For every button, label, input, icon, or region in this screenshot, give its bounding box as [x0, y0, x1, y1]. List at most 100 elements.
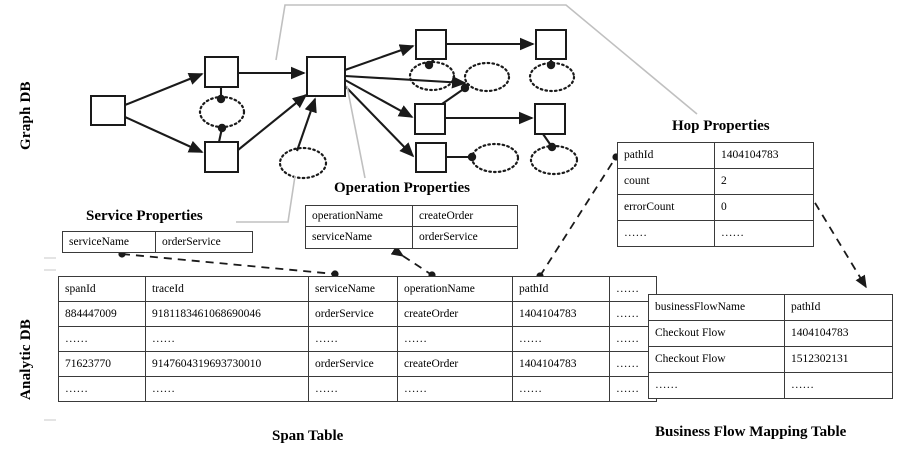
graph-ellipse-nodes: [198, 60, 579, 180]
column-header-operationname: operationName: [397, 276, 513, 302]
table-row: serviceName orderService: [62, 230, 253, 254]
cell-servicename: ……: [308, 326, 398, 352]
graph-ellipse-node: [529, 144, 579, 176]
table-header-row: businessFlowName pathId: [648, 294, 893, 321]
column-header-spanid: spanId: [58, 276, 146, 302]
table-row: …… …… …… …… …… ……: [58, 376, 657, 402]
cell-operationname: createOrder: [397, 351, 513, 377]
column-header-businessflowname: businessFlowName: [648, 294, 785, 321]
cell-businessflowname: Checkout Flow: [648, 346, 785, 373]
graph-edge: [344, 44, 415, 71]
service-properties-title: Service Properties: [86, 208, 203, 224]
graph-node-squares: [90, 29, 567, 173]
business-flow-mapping-table-title: Business Flow Mapping Table: [655, 424, 847, 440]
graph-square-node: [535, 29, 567, 60]
graph-square-node: [306, 56, 346, 97]
operation-properties-table: operationName createOrder serviceName or…: [305, 204, 518, 249]
graph-property-link: [217, 123, 227, 143]
table-row: Checkout Flow 1404104783: [648, 320, 893, 347]
table-header-row: spanId traceId serviceName operationName…: [58, 276, 657, 302]
cell-spanid: ……: [58, 376, 146, 402]
property-key: count: [617, 168, 715, 195]
column-header-pathid: pathId: [512, 276, 610, 302]
cell-pathid: ……: [784, 372, 893, 399]
graph-square-node: [415, 29, 447, 60]
property-key: pathId: [617, 142, 715, 169]
table-row: count 2: [617, 168, 814, 195]
span-table: spanId traceId serviceName operationName…: [58, 276, 657, 402]
cell-businessflowname: ……: [648, 372, 785, 399]
graph-square-node: [534, 103, 566, 135]
graph-property-link: [424, 58, 435, 70]
db-band-separators: [44, 257, 56, 421]
table-row: Checkout Flow 1512302131: [648, 346, 893, 373]
property-key: ……: [617, 220, 715, 247]
table-row: 71623770 9147604319693730010 orderServic…: [58, 351, 657, 377]
graph-edge: [344, 79, 414, 118]
graph-edge: [124, 73, 204, 106]
column-header-pathid: pathId: [784, 294, 893, 321]
cell-businessflowname: Checkout Flow: [648, 320, 785, 347]
graph-square-node: [414, 103, 446, 135]
property-value: 0: [714, 194, 814, 221]
graph-edge: [124, 116, 204, 153]
property-key: operationName: [305, 204, 413, 228]
graph-ellipse-node: [528, 61, 576, 93]
table-row: 884447009 9181183461068690046 orderServi…: [58, 301, 657, 327]
hop-properties-table: pathId 1404104783 count 2 errorCount 0 ……: [617, 142, 814, 247]
cell-traceid: ……: [145, 326, 309, 352]
cell-servicename: orderService: [308, 301, 398, 327]
property-value: 2: [714, 168, 814, 195]
cell-pathid: 1404104783: [784, 320, 893, 347]
property-value: orderService: [155, 230, 253, 254]
cell-spanid: 71623770: [58, 351, 146, 377]
cell-pathid: 1404104783: [512, 351, 610, 377]
graph-ellipse-node: [463, 61, 511, 93]
property-value: 1404104783: [714, 142, 814, 169]
column-header-servicename: serviceName: [308, 276, 398, 302]
table-row: …… …… …… …… …… ……: [58, 326, 657, 352]
graph-edge: [237, 93, 308, 151]
property-value: ……: [714, 220, 814, 247]
table-row: …… ……: [617, 220, 814, 247]
callout-leader-operation: [346, 85, 366, 179]
property-key: serviceName: [62, 230, 156, 254]
table-row: serviceName orderService: [305, 226, 518, 249]
property-key: errorCount: [617, 194, 715, 221]
graph-ellipse-node: [278, 146, 328, 180]
cell-operationname: ……: [397, 376, 513, 402]
mapping-arrow-operation-to-span: [390, 245, 436, 279]
cell-pathid: ……: [512, 376, 610, 402]
cell-operationname: ……: [397, 326, 513, 352]
graph-property-link: [441, 83, 470, 105]
graph-edge: [296, 97, 317, 152]
cell-spanid: 884447009: [58, 301, 146, 327]
mapping-arrow-service-to-span: [118, 250, 339, 278]
business-flow-mapping-table: businessFlowName pathId Checkout Flow 14…: [648, 294, 893, 399]
graph-property-link: [542, 133, 557, 152]
property-value: orderService: [412, 226, 518, 249]
cell-spanid: ……: [58, 326, 146, 352]
callout-leader-service: [236, 175, 296, 223]
graph-ellipse-node: [408, 60, 456, 92]
table-row: pathId 1404104783: [617, 142, 814, 169]
graph-edges: [124, 37, 557, 162]
graph-edge: [344, 85, 415, 158]
graph-square-node: [204, 56, 239, 88]
cell-pathid: 1404104783: [512, 301, 610, 327]
property-value: createOrder: [412, 204, 518, 228]
graph-ellipse-node: [470, 142, 520, 174]
property-key: serviceName: [305, 226, 413, 249]
cell-traceid: 9147604319693730010: [145, 351, 309, 377]
graph-edge: [344, 74, 467, 89]
callout-leader-hop: [275, 4, 698, 115]
cell-traceid: ……: [145, 376, 309, 402]
service-properties-table: serviceName orderService: [62, 230, 253, 254]
graph-db-label: Graph DB: [18, 81, 34, 150]
graph-square-node: [415, 142, 447, 173]
table-row: errorCount 0: [617, 194, 814, 221]
cell-pathid: 1512302131: [784, 346, 893, 373]
cell-servicename: ……: [308, 376, 398, 402]
cell-servicename: orderService: [308, 351, 398, 377]
